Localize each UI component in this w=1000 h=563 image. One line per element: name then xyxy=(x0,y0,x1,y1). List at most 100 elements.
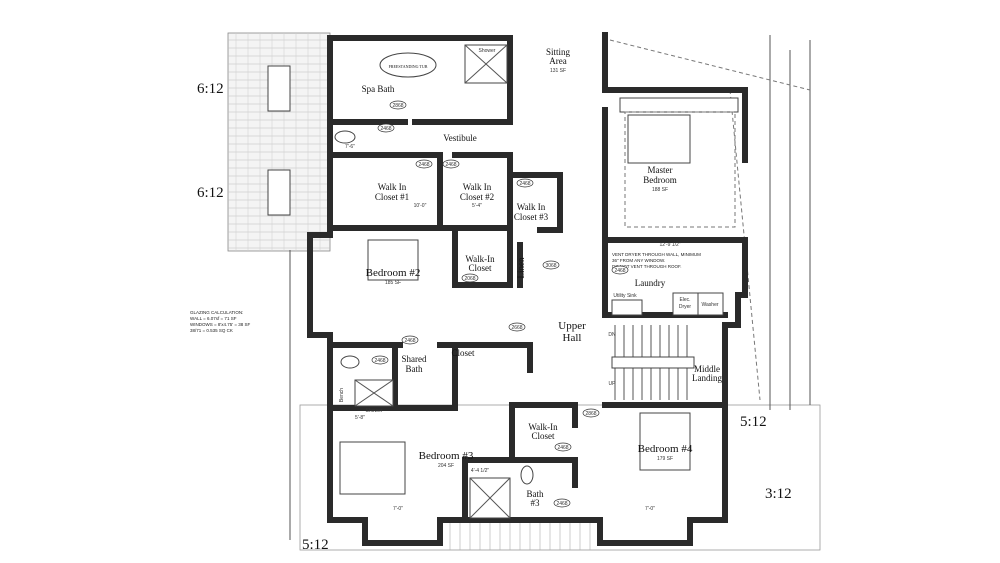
stair-up: UP xyxy=(609,381,617,387)
wic-bed4-label-2: Closet xyxy=(531,431,555,441)
svg-text:2468: 2468 xyxy=(556,501,567,507)
door-tag: 2668 xyxy=(508,322,526,332)
room-labels: FREESTANDING TUB Shower Spa Bath Vestibu… xyxy=(339,47,722,508)
svg-text:2868: 2868 xyxy=(585,411,596,417)
landing-label-1: Middle xyxy=(694,364,720,374)
note-line: 36" FROM ANY WINDOW. xyxy=(612,258,665,263)
shared-bath-label-2: Bath xyxy=(406,364,423,374)
dimension-labels: 12'-9 1/2" 10'-0" 5'-4" 7'-0" 7'-0" 4'-4… xyxy=(345,144,681,512)
dimension-label: 7'-0" xyxy=(393,506,403,512)
wic1-label-2: Closet #1 xyxy=(375,192,409,202)
note-line: VENT DRYER THROUGH WALL, MINIMUM xyxy=(612,252,701,257)
shower-label: Shower xyxy=(479,48,496,54)
bed3-bed xyxy=(339,441,406,495)
sitting-label-2: Area xyxy=(549,56,567,66)
master-label-1: Master xyxy=(648,165,673,175)
door-tag: 2468 xyxy=(401,335,419,345)
wic2-label-1: Walk In xyxy=(463,182,492,192)
svg-text:2468: 2468 xyxy=(614,268,625,274)
vestibule-label: Vestibule xyxy=(443,133,477,143)
bed4-sf: 179 SF xyxy=(657,456,673,462)
svg-text:2468: 2468 xyxy=(557,445,568,451)
dimension-label: 12'-9 1/2" xyxy=(659,242,680,248)
door-tag: 2468 xyxy=(415,159,433,169)
roof-area-left xyxy=(227,32,331,252)
wic-bed2-label-1: Walk-In xyxy=(465,254,495,264)
svg-text:2468: 2468 xyxy=(374,358,385,364)
master-sf: 188 SF xyxy=(652,187,668,193)
master-label-2: Bedroom xyxy=(643,175,677,185)
sitting-label-1: Sitting xyxy=(546,47,571,57)
glazing-calculation-note: GLAZING CALCULATION: WALL = 6.07sf = 71 … xyxy=(190,310,250,333)
door-tag: 2068 xyxy=(461,273,479,283)
bed4-bed xyxy=(639,412,691,471)
dimension-label: 7'-0" xyxy=(645,506,655,512)
note-line: GLAZING CALCULATION: xyxy=(190,310,243,315)
bath3-label-2: #3 xyxy=(531,498,541,508)
toilet xyxy=(334,130,356,144)
pitch-label: 6:12 xyxy=(197,185,224,201)
pitch-label: 5:12 xyxy=(740,414,767,430)
doors: 2868 2468 2468 2468 2468 2068 3068 2468 2668 2468… xyxy=(371,100,629,508)
freestanding-tub xyxy=(379,52,437,78)
dimension-label: 5'-8" xyxy=(355,415,365,421)
dryer-label-1: Elec. xyxy=(679,297,690,303)
note-line: 38/71 = 0.535 SQ CK xyxy=(190,328,233,333)
sitting-area-sf: 131 SF xyxy=(550,68,566,74)
bed4-label: Bedroom #4 xyxy=(638,443,693,455)
spa-bath-label: Spa Bath xyxy=(362,84,395,94)
stair-dn: DN xyxy=(608,332,616,338)
dryer-vent-note: VENT DRYER THROUGH WALL, MINIMUM 36" FRO… xyxy=(612,252,701,269)
note-line: WINDOWS = 8'x4.75' = 38 SF xyxy=(190,322,250,327)
washer-label: Washer xyxy=(701,302,718,308)
door-tag: 2468 xyxy=(377,123,395,133)
closet-label: Closet xyxy=(451,348,475,358)
svg-text:2468: 2468 xyxy=(519,181,530,187)
stair-landing xyxy=(611,356,695,369)
wic-bed4-label-1: Walk-In xyxy=(528,422,558,432)
dimension-label: 4'-4 1/2" xyxy=(471,468,490,474)
bed3-label: Bedroom #3 xyxy=(419,450,474,462)
door-tag: 2468 xyxy=(442,159,460,169)
shared-bath-label-1: Shared xyxy=(402,354,427,364)
dryer-label-2: Dryer xyxy=(679,304,692,310)
pitch-label: 3:12 xyxy=(765,486,792,502)
washer xyxy=(697,292,724,316)
door-tag: 2468 xyxy=(516,178,534,188)
utility-sink xyxy=(611,299,643,316)
svg-text:2468: 2468 xyxy=(380,126,391,132)
wic3-label-2: Closet #3 xyxy=(514,212,549,222)
door-tag: 2868 xyxy=(389,100,407,110)
bed2-sf: 185 SF xyxy=(385,280,401,286)
svg-text:2468: 2468 xyxy=(418,162,429,168)
svg-text:2068: 2068 xyxy=(464,276,475,282)
shower-shared-label: Shower xyxy=(366,408,383,414)
fixtures xyxy=(334,44,739,519)
door-tag: 2468 xyxy=(371,355,389,365)
note-line: DO NOT VENT THROUGH ROOF. xyxy=(612,264,682,269)
note-line: WALL = 6.07sf = 71 SF xyxy=(190,316,237,321)
bench-label: Bench xyxy=(339,388,345,402)
door-tag: 2868 xyxy=(582,408,600,418)
bed3-sf: 204 SF xyxy=(438,463,454,469)
door-tag: 3068 xyxy=(542,260,560,270)
laundry-label: Laundry xyxy=(635,278,666,288)
tub-label: FREESTANDING TUB xyxy=(389,64,428,69)
upper-hall-label-1: Upper xyxy=(558,320,586,332)
svg-text:2868: 2868 xyxy=(392,103,403,109)
svg-text:3068: 3068 xyxy=(545,263,556,269)
upper-hall-label-2: Hall xyxy=(563,332,582,344)
pitch-label: 5:12 xyxy=(302,537,329,553)
svg-text:2668: 2668 xyxy=(511,325,522,331)
dimension-label: 10'-0" xyxy=(414,203,427,209)
bath3-label-1: Bath xyxy=(527,489,544,499)
utility-sink-label: Utility Sink xyxy=(613,293,637,299)
linen-label: Linen xyxy=(516,257,526,278)
wic1-label-1: Walk In xyxy=(378,182,407,192)
bed2-bed xyxy=(367,239,419,281)
dimension-label: 7'-6" xyxy=(345,144,355,150)
wic3-label-1: Walk In xyxy=(517,202,546,212)
wic-bed2-label-2: Closet xyxy=(468,263,492,273)
roof-pitch-labels: 6:12 6:12 5:12 3:12 5:12 xyxy=(197,81,792,553)
